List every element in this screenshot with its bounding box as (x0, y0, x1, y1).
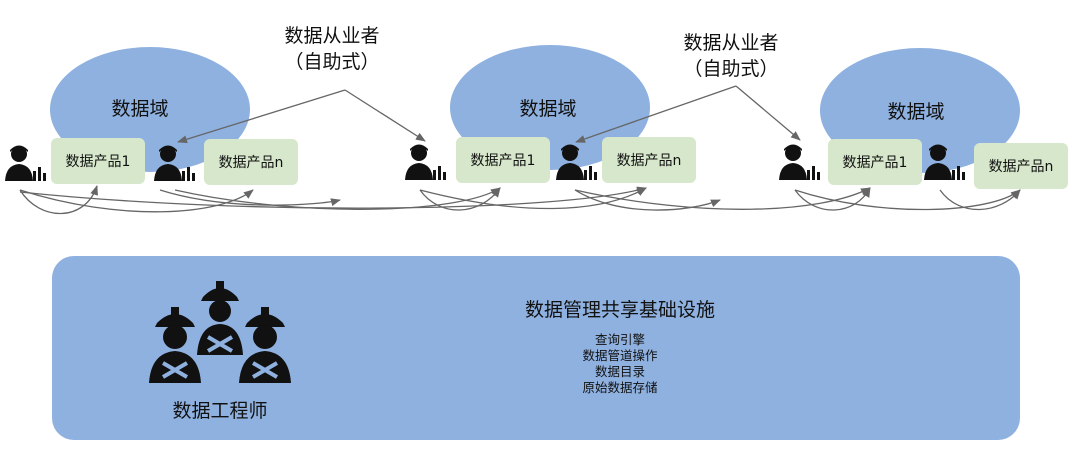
usage-arrow (574, 189, 721, 211)
infrastructure-components: 查询引擎 数据管道操作 数据目录 原始数据存储 (555, 332, 685, 396)
usage-arrow (19, 186, 647, 209)
data-product-nb: 数据产品n (602, 137, 696, 183)
infrastructure-item: 原始数据存储 (582, 380, 658, 395)
usage-arrow (419, 187, 501, 211)
usage-arrow (19, 189, 254, 213)
usage-arrow (794, 187, 871, 211)
data-product-1a: 数据产品1 (51, 138, 145, 184)
engineer-icon (149, 307, 201, 383)
user-icon (556, 144, 597, 180)
practitioner-subtitle: （自助式） (683, 58, 779, 80)
data-product-nc: 数据产品n (974, 143, 1068, 189)
infrastructure-item: 数据管道操作 (582, 348, 658, 363)
user-icon (154, 145, 195, 181)
engineers-group-icon (149, 281, 291, 383)
infrastructure-item: 查询引擎 (594, 332, 645, 347)
practitioner-arrow (177, 89, 346, 144)
data-product-1c: 数据产品1 (828, 139, 922, 185)
practitioner-label-2: 数据从业者 （自助式） (661, 30, 801, 82)
domain-label-2: 数据域 (519, 98, 577, 120)
practitioner-subtitle: （自助式） (284, 51, 380, 73)
practitioner-arrow (735, 85, 801, 141)
user-icon (405, 144, 446, 180)
practitioner-title: 数据从业者 (683, 32, 779, 54)
domain-label-3: 数据域 (887, 101, 945, 123)
data-product-1b: 数据产品1 (456, 137, 550, 183)
data-product-na: 数据产品n (204, 139, 298, 185)
user-icon (5, 145, 46, 181)
infrastructure-title: 数据管理共享基础设施 (524, 299, 715, 321)
practitioner-title: 数据从业者 (284, 25, 380, 47)
usage-arrow (174, 187, 501, 210)
usage-arrow (939, 189, 1021, 211)
user-icon (779, 144, 820, 180)
infrastructure-item: 数据目录 (594, 364, 645, 379)
usage-arrow (794, 189, 1021, 211)
usage-arrow (19, 185, 98, 215)
practitioner-arrow (575, 85, 737, 143)
usage-arrow (574, 187, 871, 210)
engineer-icon (239, 307, 291, 383)
usage-arrow (419, 187, 647, 210)
engineers-label: 数据工程师 (172, 400, 268, 422)
user-icon (924, 144, 965, 180)
practitioner-label-1: 数据从业者 （自助式） (262, 23, 402, 75)
practitioner-arrow (344, 89, 426, 142)
engineer-icon (197, 281, 243, 355)
domain-label-1: 数据域 (111, 98, 169, 120)
